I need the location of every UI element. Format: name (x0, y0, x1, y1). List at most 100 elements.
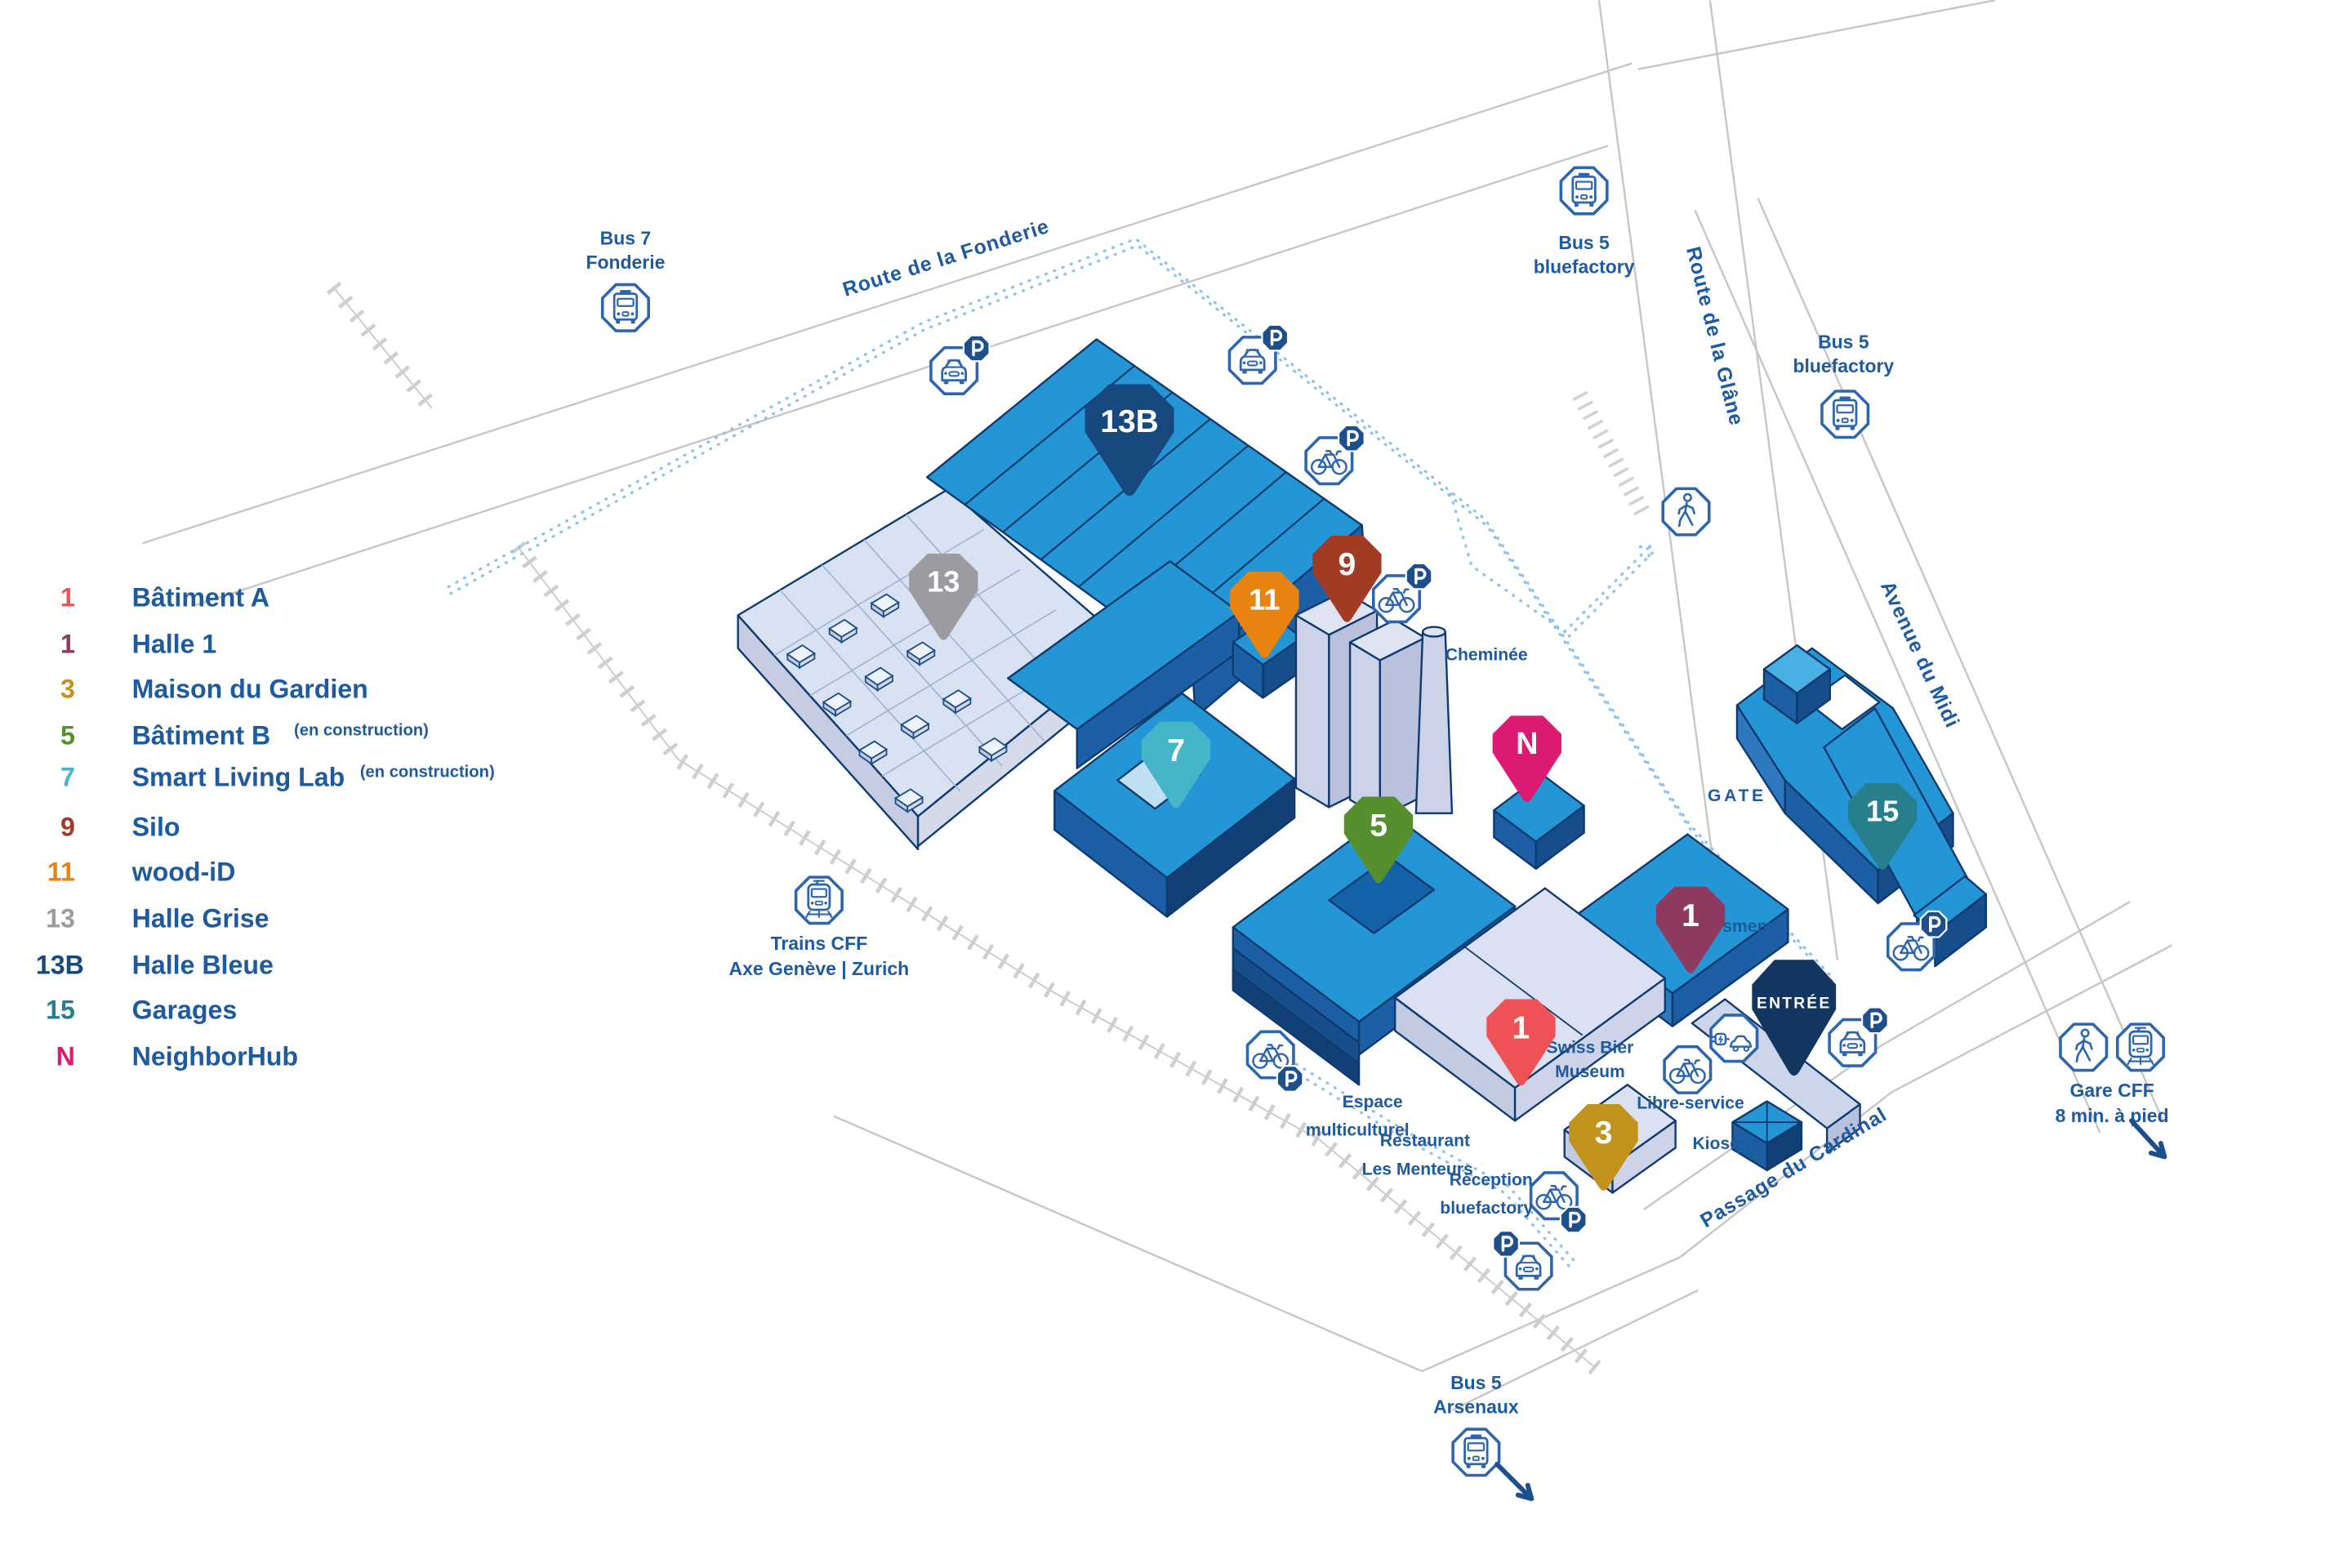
pin-entree[interactable]: ENTRÉE (1752, 960, 1837, 1076)
label-restaurant-1: Restaurant (1380, 1132, 1470, 1151)
building-batiment-a (1393, 887, 1666, 1122)
legend-label: NeighborHub (132, 1041, 298, 1071)
legend-label: Garages (132, 995, 238, 1024)
svg-text:Bus 5: Bus 5 (1818, 331, 1869, 352)
label-reception-2: bluefactory (1440, 1199, 1533, 1218)
svg-text:11: 11 (1249, 583, 1280, 617)
label-gate: GATE (1708, 786, 1766, 805)
legend-num: 9 (60, 812, 75, 841)
legend-label: Smart Living Lab (132, 763, 345, 792)
bike-parking-icon (1374, 562, 1434, 622)
label-restaurant-2: Les Menteurs (1362, 1160, 1473, 1178)
pin-wood-id[interactable]: 11 (1230, 571, 1299, 658)
map-pins: 13 13B 11 9 7 5 N 15 (909, 384, 1918, 1191)
legend-label: Bâtiment B (132, 720, 271, 750)
label-reception-1: Réception (1450, 1170, 1533, 1189)
legend-num: 3 (60, 674, 75, 703)
chimney (1414, 626, 1454, 815)
svg-text:Bus 7: Bus 7 (600, 228, 651, 249)
label-espace-1: Espace (1343, 1093, 1403, 1111)
pin-garages[interactable]: 15 (1847, 782, 1918, 870)
transit-stops: Bus 7 Fonderie Bus 5 bluefactory Bus 5 b… (586, 167, 2169, 1502)
pedestrian-icon (2060, 1024, 2106, 1070)
svg-text:bluefactory: bluefactory (1793, 355, 1895, 376)
svg-text:ENTRÉE: ENTRÉE (1757, 995, 1831, 1013)
legend-num: 13 (46, 903, 75, 933)
bike-parking-icon (1247, 1031, 1305, 1094)
label-route-glane: Route de la Glâne (1682, 244, 1748, 428)
legend-label: wood-iD (131, 857, 236, 886)
legend: 1 Bâtiment A 1 Halle 1 3 Maison du Gardi… (36, 582, 495, 1071)
bus-icon (1822, 391, 1868, 437)
bike-parking-icon (1531, 1173, 1588, 1235)
svg-text:13: 13 (927, 565, 960, 599)
stairs (1572, 390, 1653, 522)
arrow-southeast-icon (1494, 1462, 1535, 1502)
stop-bus5-arsenaux[interactable]: Bus 5 Arsenaux (1433, 1372, 1535, 1502)
svg-text:Trains CFF: Trains CFF (771, 933, 868, 954)
legend-num: 15 (46, 995, 75, 1024)
svg-text:Fonderie: Fonderie (586, 252, 665, 273)
legend-num: 1 (60, 582, 75, 612)
bike-station-icon (1664, 1047, 1710, 1093)
svg-text:5: 5 (1370, 808, 1388, 844)
label-smem: smem (1722, 917, 1772, 936)
legend-label: Halle Bleue (132, 950, 274, 979)
stop-trains-cff[interactable]: Trains CFF Axe Genève | Zurich (729, 877, 910, 979)
svg-text:Gare CFF: Gare CFF (2069, 1080, 2154, 1101)
legend-label: Bâtiment A (132, 582, 270, 612)
pin-batiment-b[interactable]: 5 (1343, 796, 1414, 884)
label-swiss-bier-1: Swiss Bier (1547, 1039, 1634, 1058)
bike-parking-icon (1306, 424, 1366, 484)
pin-neighborhub[interactable]: N (1492, 715, 1561, 803)
svg-text:Arsenaux: Arsenaux (1433, 1396, 1519, 1418)
stop-bus5-bluefactory-east[interactable]: Bus 5 bluefactory (1793, 331, 1895, 437)
pin-silo[interactable]: 9 (1312, 535, 1382, 622)
svg-text:Bus 5: Bus 5 (1558, 232, 1610, 253)
building-kiosque (1731, 1100, 1803, 1172)
legend-note: (en construction) (294, 721, 429, 739)
stop-bus7-fonderie[interactable]: Bus 7 Fonderie (586, 228, 665, 331)
svg-text:7: 7 (1167, 733, 1185, 768)
train-icon (2118, 1024, 2163, 1070)
bus-icon (603, 285, 648, 331)
stop-bus5-bluefactory-north[interactable]: Bus 5 bluefactory (1534, 167, 1635, 278)
bus-icon (1561, 167, 1606, 213)
svg-text:13B: 13B (1100, 404, 1158, 439)
svg-text:1: 1 (1512, 1011, 1530, 1046)
train-icon (796, 877, 842, 923)
legend-note: (en construction) (360, 764, 495, 782)
pin-batiment-a[interactable]: 1 (1486, 999, 1556, 1086)
building-silo (1294, 590, 1427, 819)
ev-charging-icon (1711, 1015, 1757, 1061)
pin-halle-bleue[interactable]: 13B (1085, 384, 1174, 497)
bus-icon (1453, 1429, 1499, 1475)
car-parking-icon (931, 333, 991, 394)
pin-halle-grise[interactable]: 13 (909, 553, 978, 640)
legend-num: N (56, 1041, 75, 1071)
legend-label: Maison du Gardien (132, 674, 368, 703)
stop-gare-cff[interactable]: Gare CFF 8 min. à pied (2056, 1024, 2169, 1160)
pedestrian-crossing-glane (1663, 488, 1708, 534)
pin-halle-1[interactable]: 1 (1655, 886, 1726, 973)
legend-label: Halle Grise (132, 903, 270, 933)
legend-num: 7 (60, 763, 75, 792)
label-kiosque: Kiosque (1692, 1134, 1761, 1153)
svg-text:Axe Genève | Zurich: Axe Genève | Zurich (729, 958, 910, 979)
railway (326, 281, 1601, 1375)
label-cheminee: Cheminée (1446, 645, 1528, 664)
car-parking-icon (1829, 1005, 1890, 1066)
roads (142, 0, 2173, 1411)
label-route-fonderie: Route de la Fonderie (840, 216, 1052, 301)
pin-smart-living-lab[interactable]: 7 (1141, 721, 1211, 808)
svg-text:15: 15 (1866, 795, 1899, 828)
svg-text:8 min. à pied: 8 min. à pied (2056, 1105, 2169, 1126)
svg-text:1: 1 (1682, 898, 1699, 933)
label-libre-service: Libre-service (1637, 1094, 1744, 1113)
legend-num: 13B (36, 950, 84, 979)
svg-text:9: 9 (1338, 547, 1356, 582)
svg-text:bluefactory: bluefactory (1534, 256, 1635, 278)
pin-maison-du-gardien[interactable]: 3 (1569, 1104, 1638, 1191)
label-espace-2: multiculturel (1306, 1121, 1410, 1140)
label-swiss-bier-2: Museum (1555, 1062, 1625, 1081)
